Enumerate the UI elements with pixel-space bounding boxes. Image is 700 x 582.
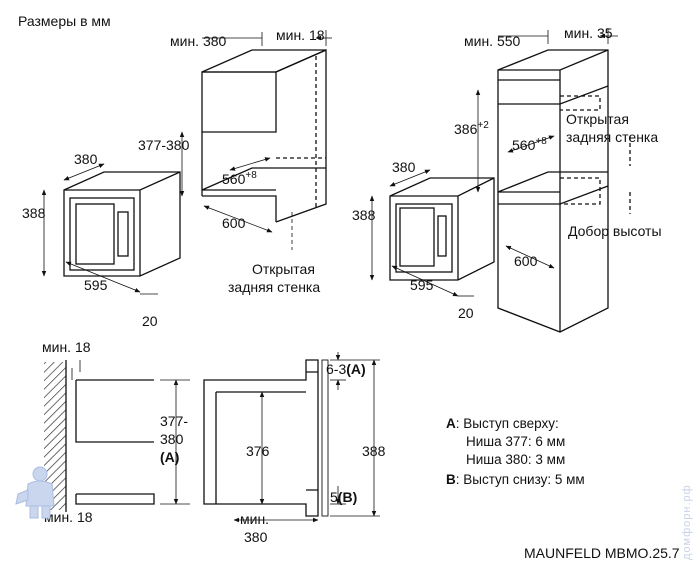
col-min-depth-label: мин. 35 [564,25,613,41]
legend-a-line1: Ниша 377: 6 мм [466,434,565,449]
top-right-column-diagram [369,28,631,333]
top-left-labels: мин. 380 мин. 18 377-380 560+8 600 Откры… [22,27,325,329]
oven-section [203,359,319,517]
wall-min-top-label: мин. 18 [42,339,91,355]
col-depth-label: 600 [514,253,538,269]
oven-body-right [389,177,495,281]
col-open-back-line1: Открытая [566,111,629,127]
wall-min-bottom-label: мин. 18 [44,509,93,525]
legend-b: B: Выступ снизу: 5 мм [446,472,585,487]
total-height-label: 388 [362,443,386,459]
oven-height-label: 388 [22,205,46,221]
bottom-labels: мин. 18 мин. 18 377- 380 (A) 376 6-3(A) … [42,339,386,545]
col-open-back-line2: задняя стенка [566,129,658,145]
niche-outline [75,379,155,505]
col-oven-height-label: 388 [352,207,376,223]
cabinet-front-top-panel [201,71,277,133]
legend-a: A: Выступ сверху: [446,416,559,431]
niche-range-line3: (A) [160,449,179,465]
col-frame-depth-label: 20 [458,305,474,321]
cabinet-top [201,49,327,73]
oven-depth-label: 380 [74,151,98,167]
mascot-logo [15,466,55,519]
inner-height-label: 376 [246,443,270,459]
niche-range-line1: 377- [160,413,188,429]
cab-min-width-label: мин. 380 [170,33,227,49]
page-title: Размеры в мм [18,13,111,29]
min-depth-line1: мин. [240,511,269,527]
niche-height-label: 377-380 [138,137,190,153]
col-oven-depth-label: 380 [392,159,416,175]
cabinet-bottom-shelf [201,167,326,191]
top-right-labels: мин. 550 мин. 35 386+2 560+8 Открытая за… [352,25,662,321]
height-fill-label: Добор высоты [568,223,662,239]
cab-depth-label: 600 [222,215,246,231]
overhang-bottom-label: 5(B) [330,489,357,505]
min-depth-line2: 380 [244,529,268,545]
cabinet-left-edge [201,132,277,222]
cab-min-depth-label: мин. 18 [276,27,325,43]
open-back-line1: Открытая [252,261,315,277]
top-left-cabinet-diagram [41,30,332,295]
oven-door-right [395,203,453,273]
col-min-width-label: мин. 550 [464,33,521,49]
open-back-line2: задняя стенка [228,279,320,295]
cabinet-side-panel [275,49,327,223]
wall-hatch [44,362,66,510]
legend: A: Выступ сверху: Ниша 377: 6 мм Ниша 38… [446,416,585,487]
frame-depth-label: 20 [142,313,158,329]
oven-width-label: 595 [84,277,108,293]
column-body [497,49,609,333]
legend-a-line2: Ниша 380: 3 мм [466,452,565,467]
bottom-section-diagram [44,352,380,523]
niche-width-label: 560+8 [222,170,257,187]
oven-body-left [63,171,181,277]
overhang-top-label: 6-3(A) [326,361,366,377]
oven-door-left [69,197,135,271]
col-oven-width-label: 595 [410,277,434,293]
niche-range-line2: 380 [160,431,184,447]
col-niche-height-label: 386+2 [454,120,489,137]
model-label: MAUNFELD MBMO.25.7 [524,545,680,561]
col-niche-width-label: 560+8 [512,136,547,153]
watermark: домфорн.рф [681,484,693,560]
